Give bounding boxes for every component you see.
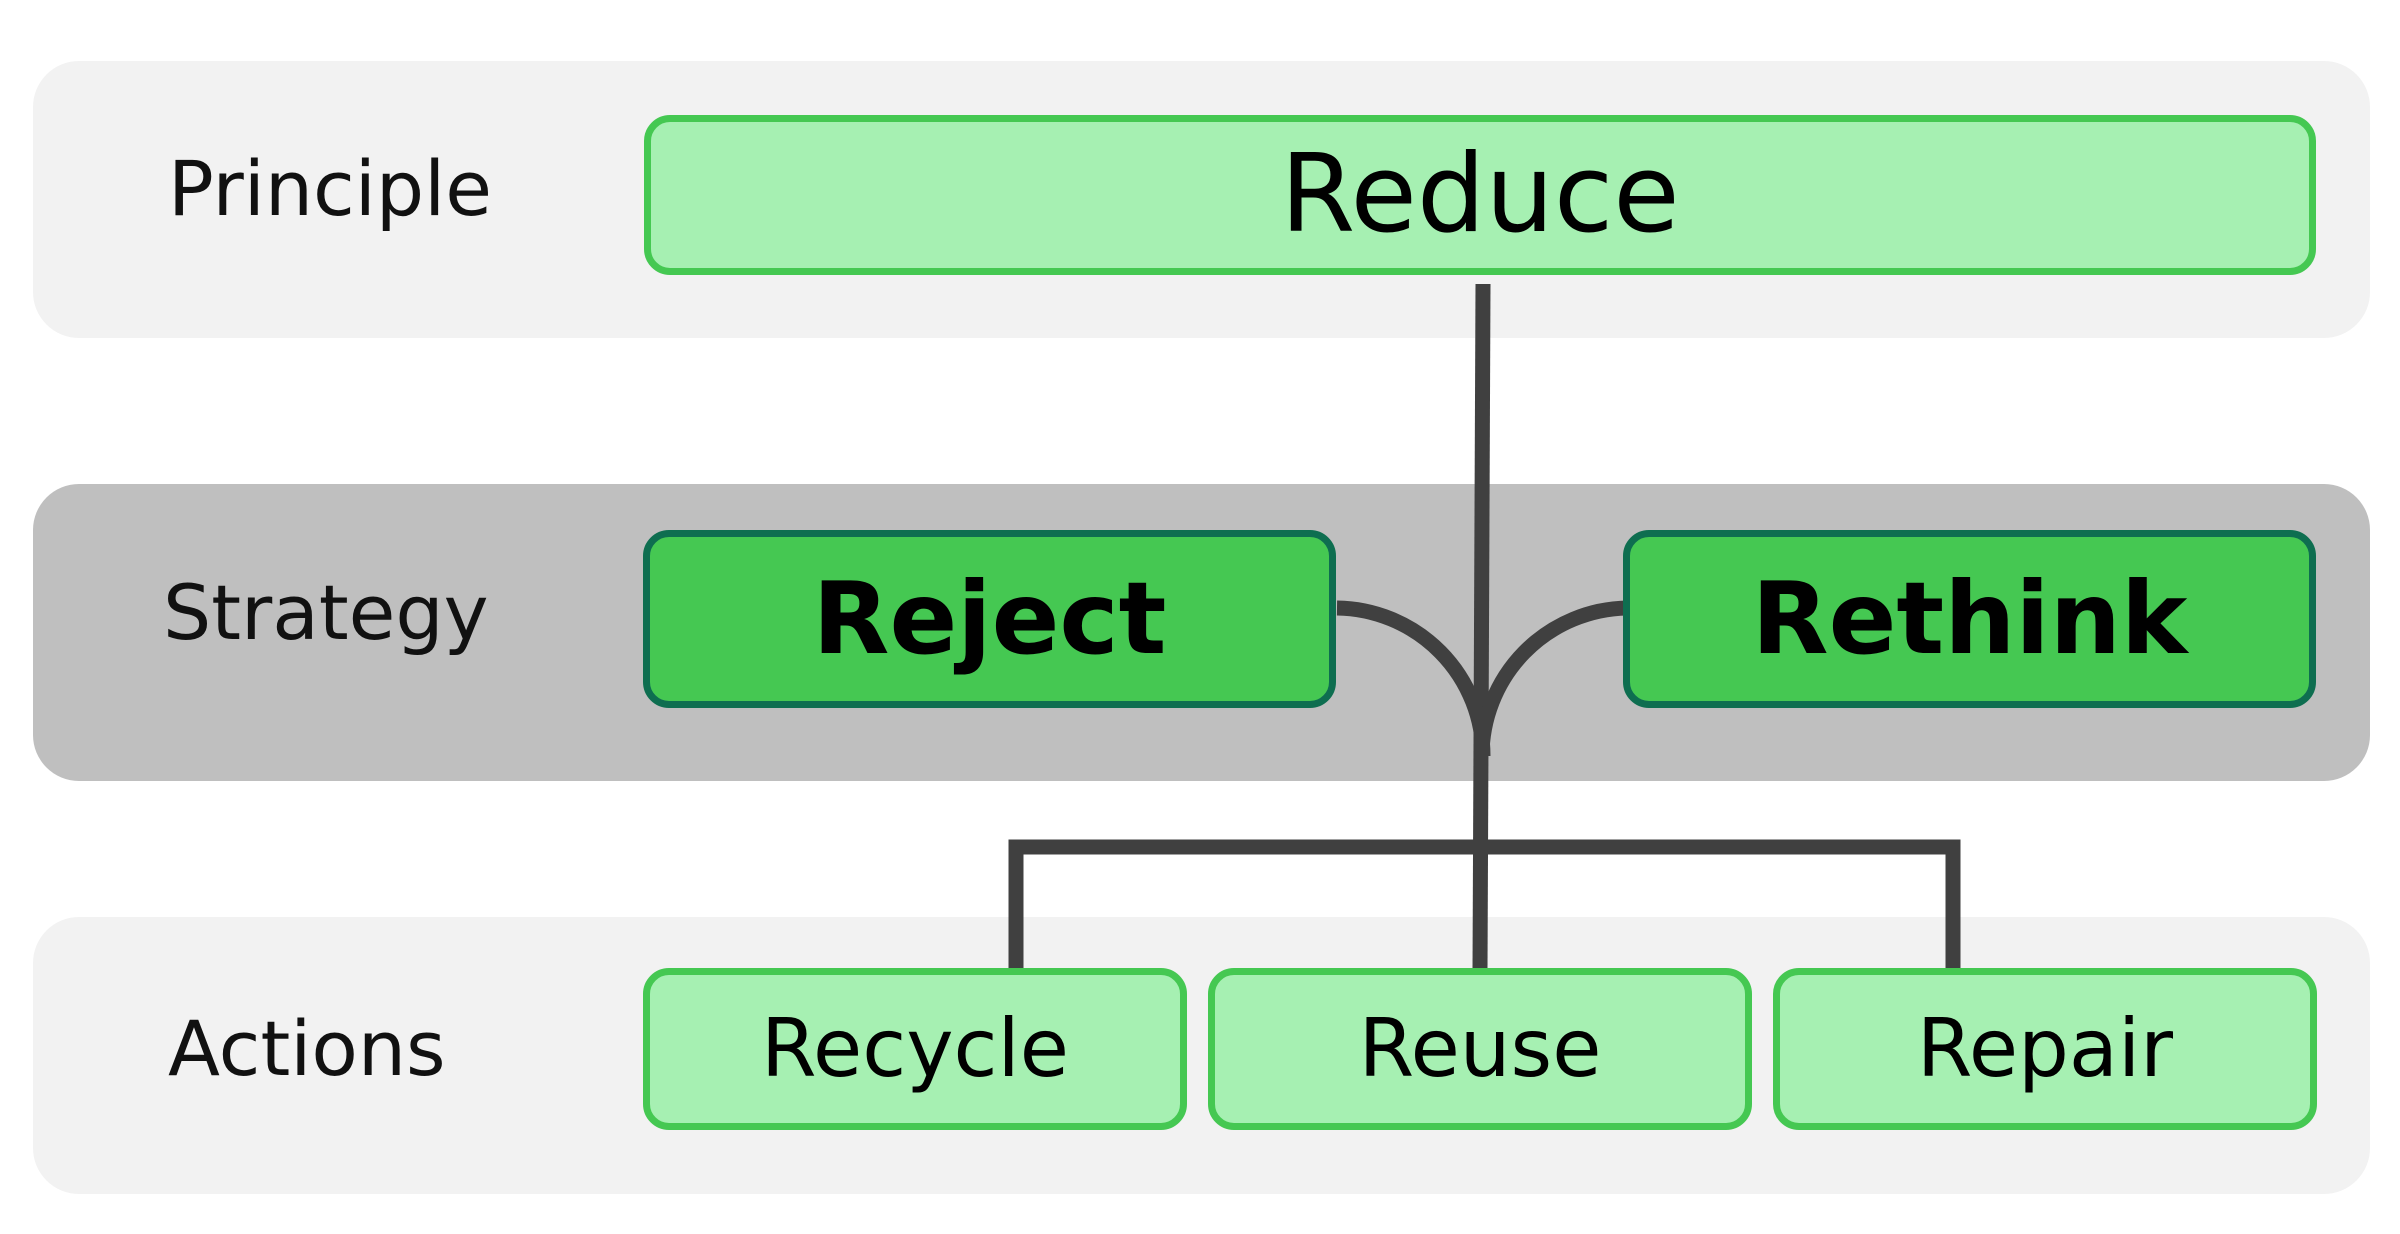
rethink-node: Rethink: [1623, 530, 2316, 708]
reduce-node: Reduce: [644, 115, 2316, 275]
recycle-node: Recycle: [643, 968, 1187, 1130]
reuse-node: Reuse: [1208, 968, 1752, 1130]
strategy-row-label: Strategy: [163, 568, 489, 657]
actions-row-label: Actions: [168, 1004, 446, 1093]
principle-row-label: Principle: [168, 144, 493, 233]
reject-node: Reject: [643, 530, 1336, 708]
repair-node: Repair: [1773, 968, 2317, 1130]
